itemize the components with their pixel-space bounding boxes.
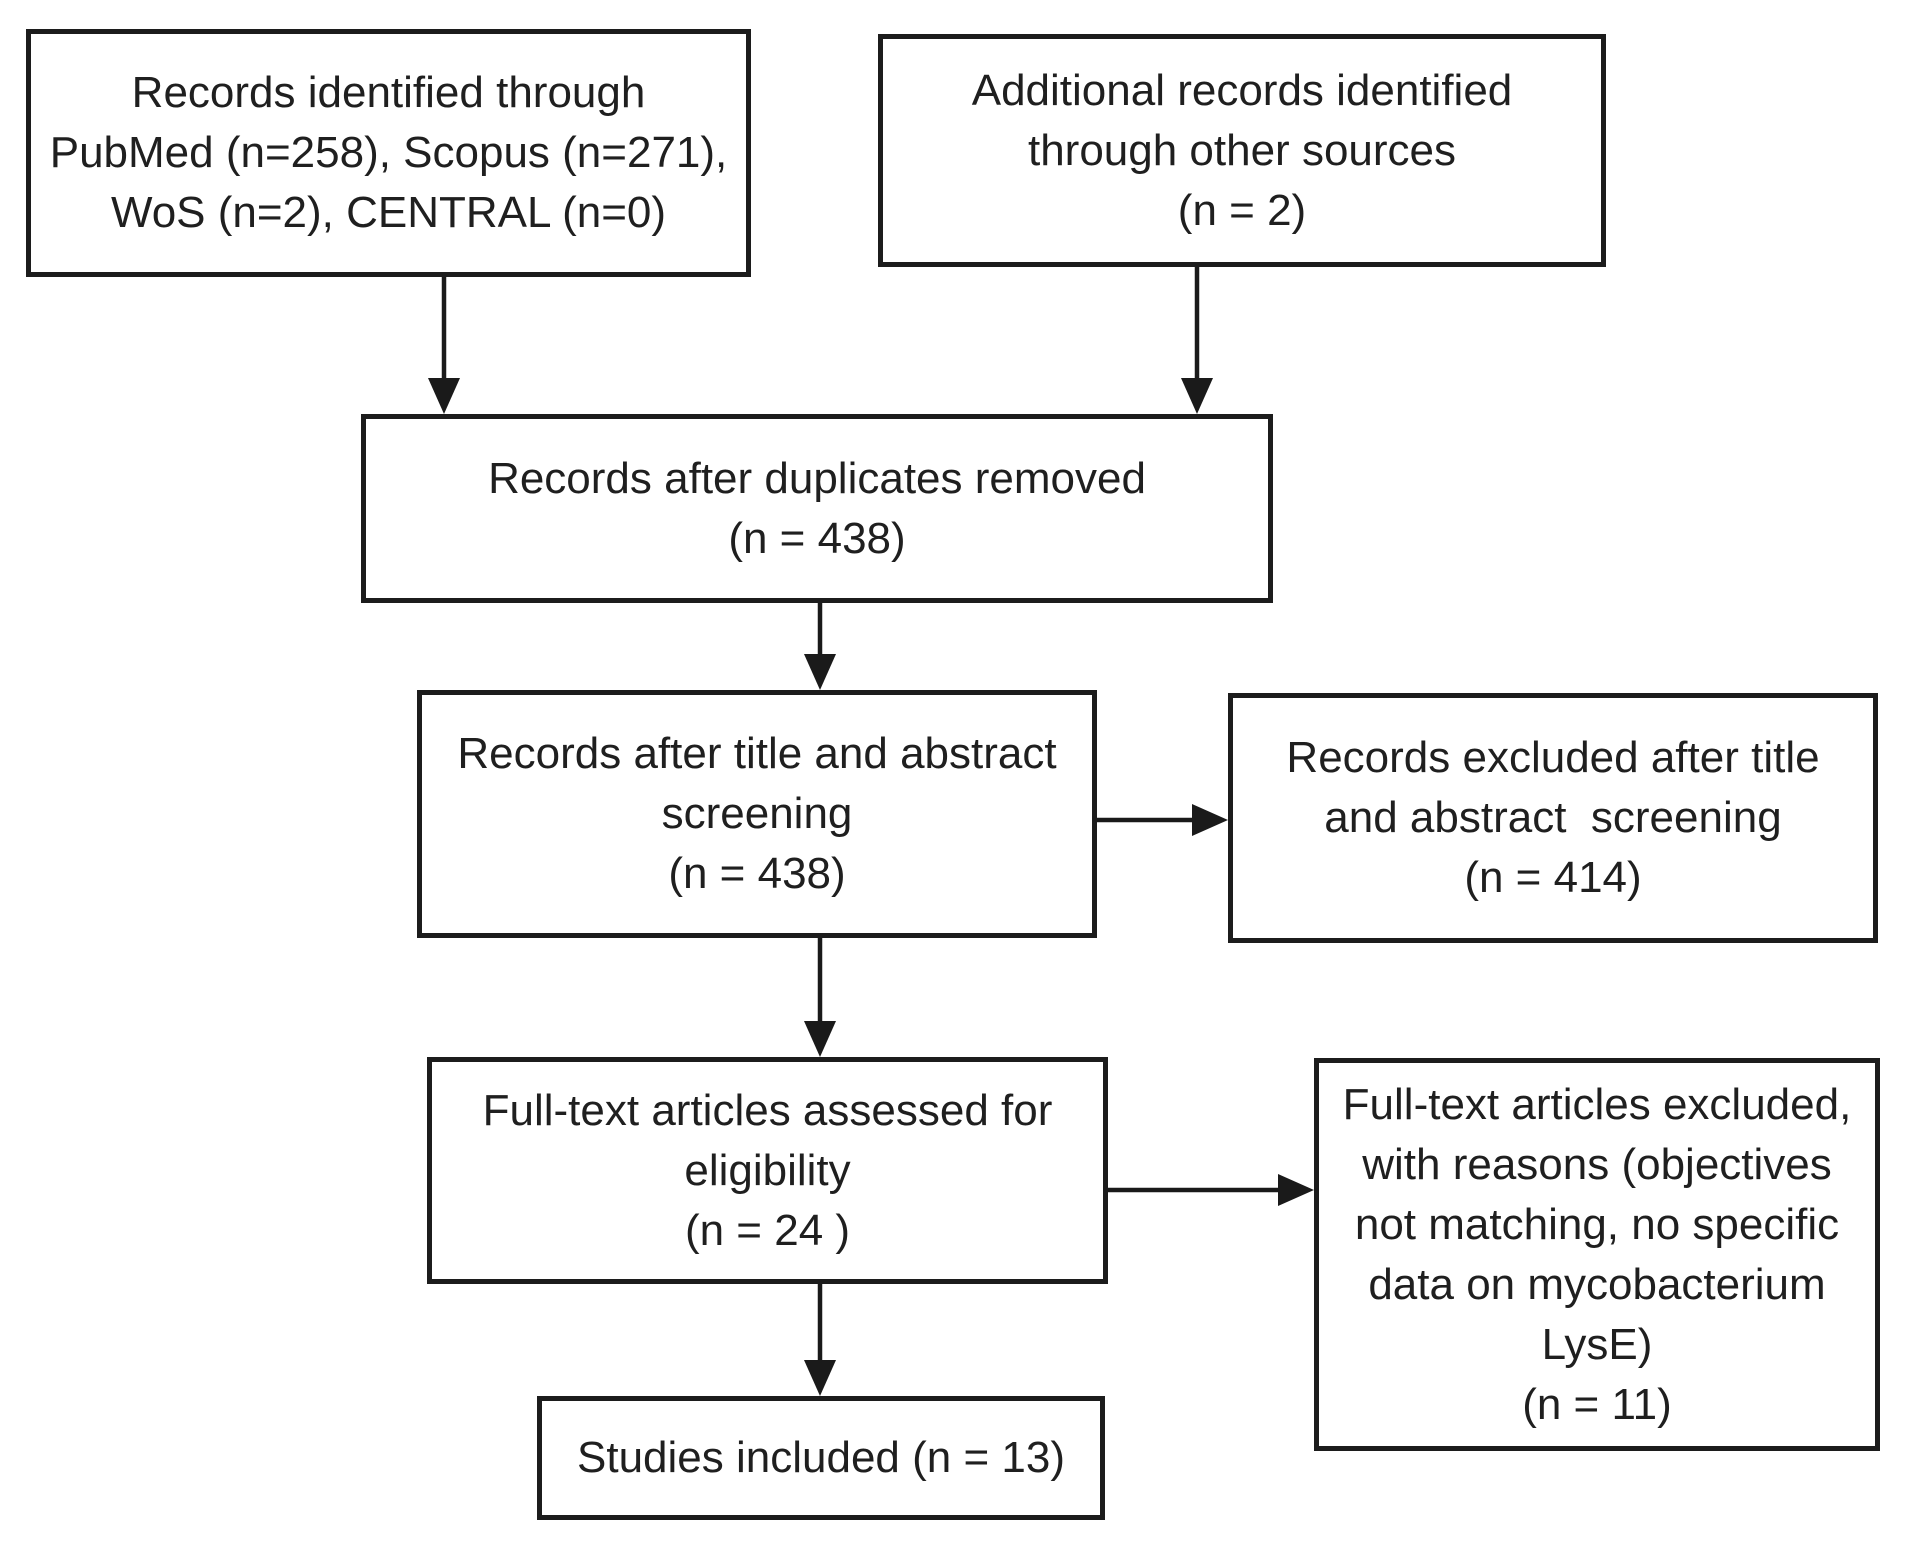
arrow-fulltext-to-excluded — [1108, 1174, 1314, 1206]
box-line: Full-text articles excluded, — [1342, 1079, 1852, 1129]
box-line: Records after duplicates removed — [488, 453, 1146, 503]
box-line: Additional records identified — [971, 65, 1513, 115]
box-line: WoS (n=2), CENTRAL (n=0) — [110, 188, 667, 237]
box-line: LysE) — [1541, 1319, 1653, 1369]
arrow-fulltext-to-included — [804, 1284, 836, 1396]
box-line: (n = 438) — [668, 849, 846, 898]
box-line: not matching, no specific — [1354, 1199, 1840, 1249]
box-line: with reasons (objectives — [1362, 1139, 1832, 1189]
box-line: eligibility — [684, 1145, 851, 1195]
box-line: (n = 414) — [1464, 853, 1642, 902]
arrow-screening-to-fulltext — [804, 938, 836, 1057]
box-line: Records after title and abstract — [457, 729, 1057, 778]
box-line: Full-text articles assessed for — [482, 1085, 1053, 1135]
box-line: data on mycobacterium — [1368, 1259, 1826, 1309]
box-line: (n = 438) — [728, 513, 906, 563]
box-line: through other sources — [1027, 125, 1457, 175]
box-identification-databases: Records identified through PubMed (n=258… — [26, 29, 751, 277]
box-line: (n = 24 ) — [684, 1205, 851, 1255]
arrow-duplicates-to-screening — [804, 603, 836, 690]
box-line: PubMed (n=258), Scopus (n=271), — [49, 128, 728, 177]
box-line: (n = 11) — [1522, 1379, 1672, 1429]
box-line: Studies included (n = 13) — [577, 1433, 1065, 1482]
box-line: Records identified through — [131, 68, 646, 117]
box-identification-other-sources: Additional records identified through ot… — [878, 34, 1606, 267]
box-line: Records excluded after title — [1286, 733, 1820, 782]
box-line: (n = 2) — [1177, 185, 1307, 235]
box-studies-included: Studies included (n = 13) — [537, 1396, 1105, 1520]
box-fulltext-assessed: Full-text articles assessed for eligibil… — [427, 1057, 1108, 1284]
box-title-abstract-screening: Records after title and abstract screeni… — [417, 690, 1097, 938]
arrow-other-sources-to-duplicates — [1181, 267, 1213, 414]
box-fulltext-excluded: Full-text articles excluded, with reason… — [1314, 1058, 1880, 1451]
box-line: screening — [661, 789, 853, 838]
arrow-screening-to-excluded — [1097, 804, 1228, 836]
arrow-databases-to-duplicates — [428, 277, 460, 414]
box-line: and abstract screening — [1324, 793, 1782, 842]
box-duplicates-removed: Records after duplicates removed (n = 43… — [361, 414, 1273, 603]
box-records-excluded: Records excluded after title and abstrac… — [1228, 693, 1878, 943]
